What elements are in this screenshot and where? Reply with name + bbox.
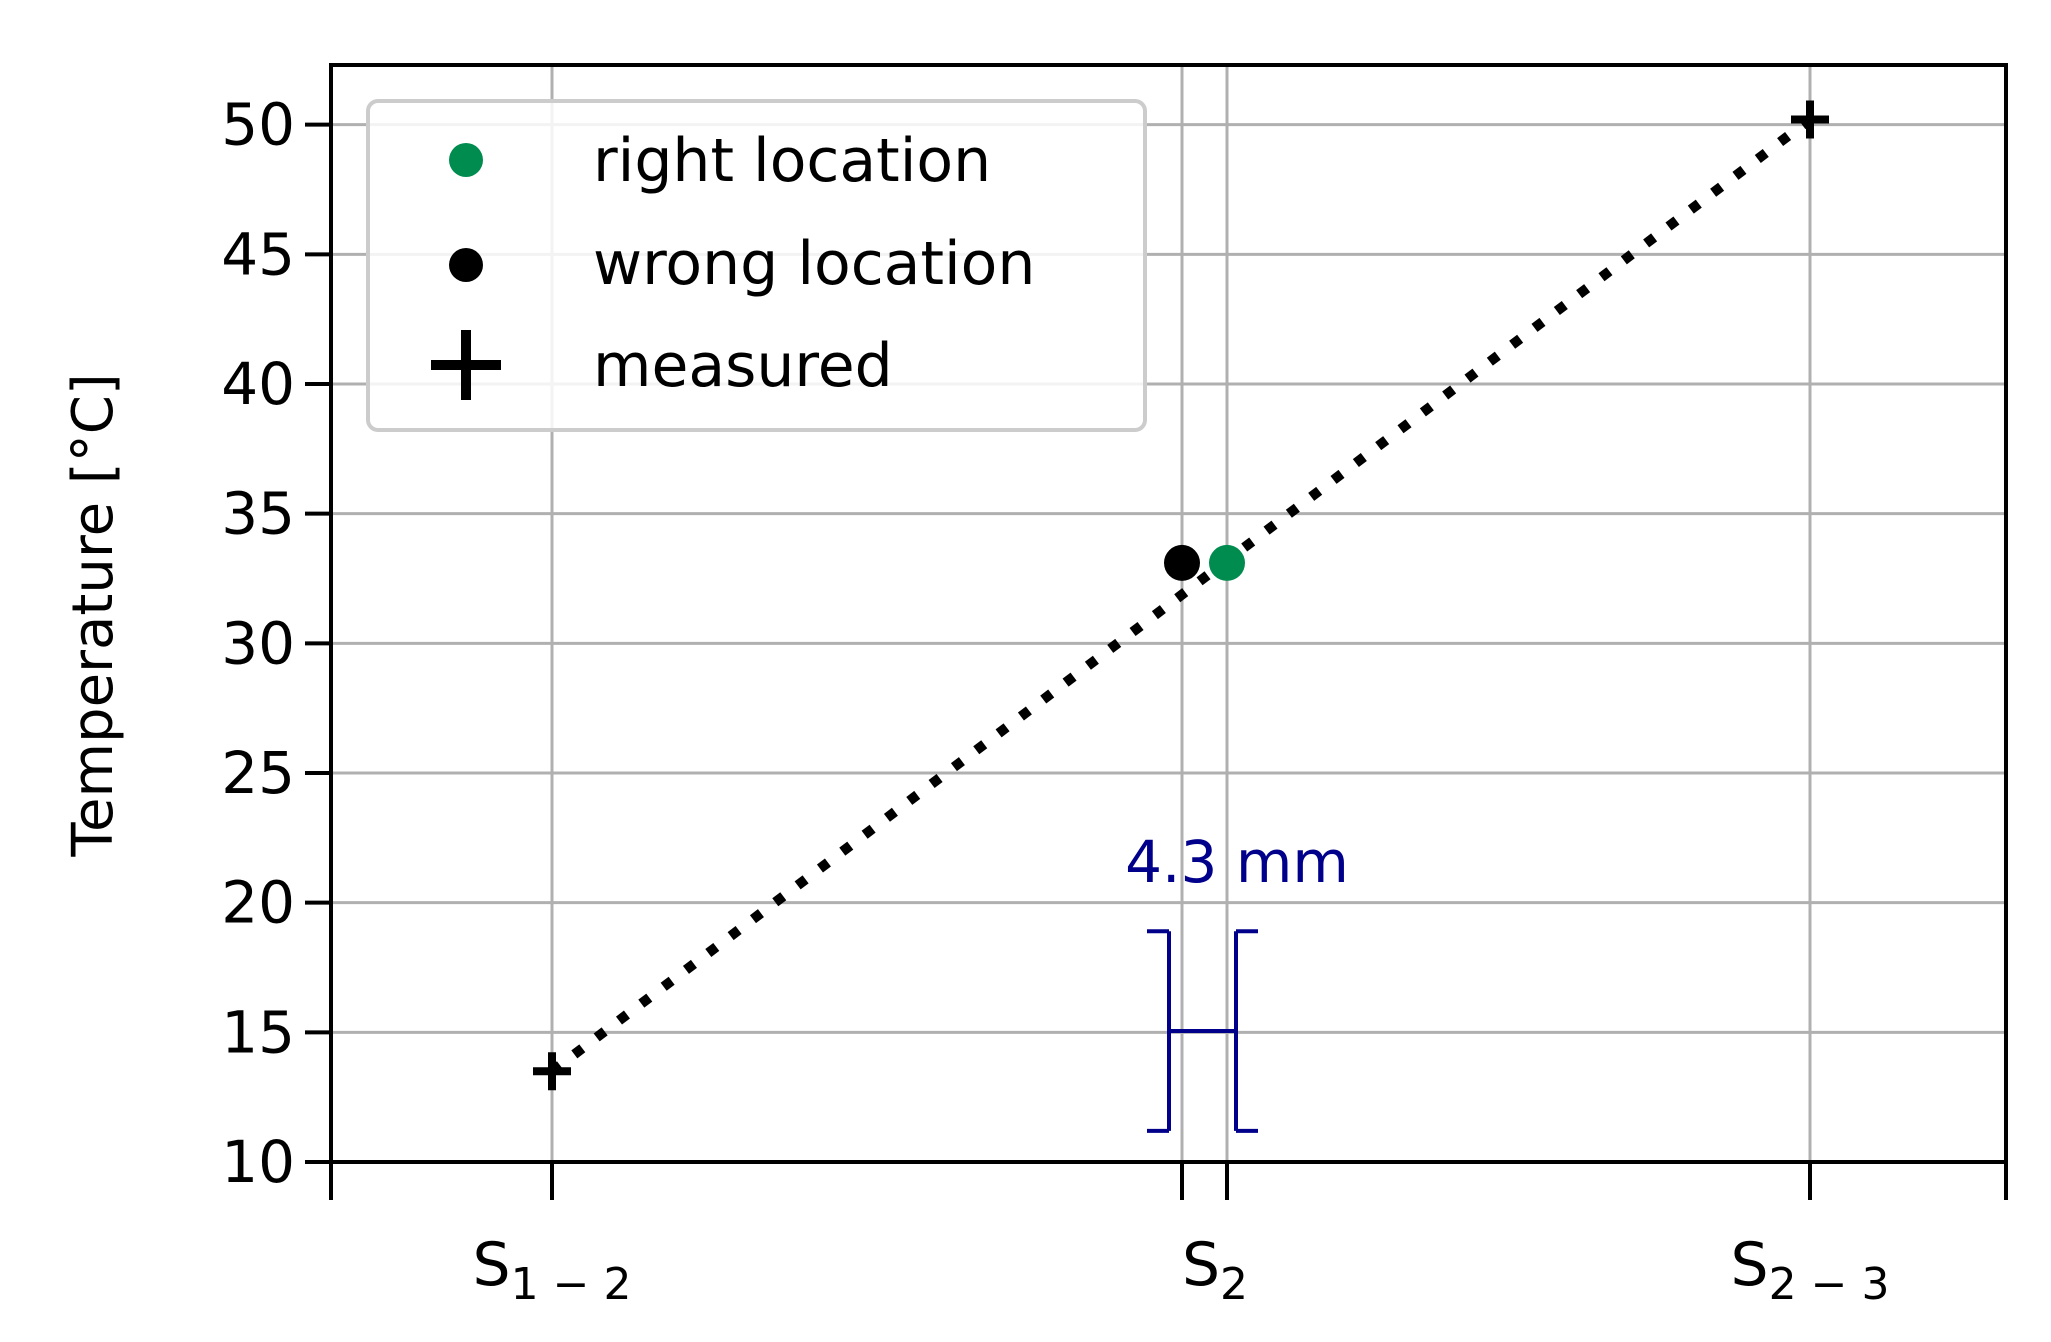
legend-marker-measured (431, 330, 501, 400)
y-tick-label: 20 (221, 869, 295, 937)
marker-measured (533, 1052, 571, 1091)
marker-wrong-location (1164, 544, 1200, 581)
x-tick-label: S2 (1182, 1230, 1248, 1310)
grid-lines (331, 65, 2006, 1164)
y-tick-label: 40 (221, 350, 295, 418)
y-tick-label: 30 (221, 609, 295, 677)
fit-line (548, 115, 1814, 1076)
legend-marker-wrong-location (449, 248, 483, 282)
annotation-bracket (1147, 929, 1258, 1133)
y-tick-label: 25 (221, 739, 295, 807)
y-tick-label: 45 (221, 220, 295, 288)
y-tick-label: 50 (221, 91, 295, 159)
markers (533, 100, 1829, 1091)
marker-right-location (1209, 544, 1245, 581)
y-axis-label: Temperature [°C] (61, 373, 126, 857)
legend-marker-right-location (449, 143, 483, 177)
axes: 10 15 20 25 30 35 40 45 50 S1 − 2 S2 S2 − 3 (221, 91, 2008, 1310)
spacing-annotation: 4.3 mm (1125, 828, 1349, 1133)
annotation-label: 4.3 mm (1125, 828, 1349, 896)
x-tick-label: S1 − 2 (473, 1230, 632, 1310)
legend-label-measured: measured (593, 331, 893, 401)
x-tick-label: S2 − 3 (1731, 1230, 1890, 1310)
legend-label-right-location: right location (593, 126, 991, 196)
legend: right location wrong location measured (366, 99, 1147, 432)
fit-line-layer (548, 115, 1814, 1076)
plot-frame (329, 63, 2008, 1164)
y-tick-label: 15 (221, 998, 295, 1066)
y-tick-label: 35 (221, 480, 295, 548)
legend-box (366, 99, 1147, 432)
legend-label-wrong-location: wrong location (593, 229, 1035, 299)
marker-measured (1791, 100, 1829, 139)
y-tick-label: 10 (221, 1128, 295, 1196)
